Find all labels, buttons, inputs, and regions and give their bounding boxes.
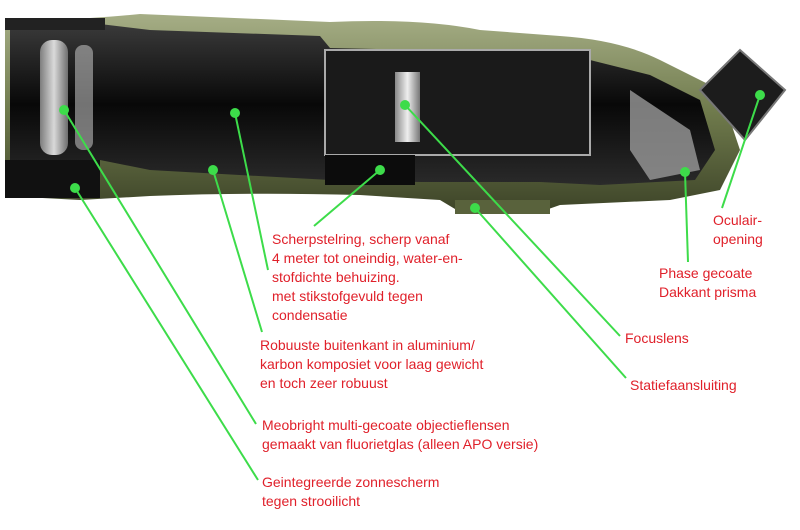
tripod-mount — [455, 200, 550, 214]
leader-line-scherpstelring — [313, 169, 381, 227]
focus-ring — [325, 155, 415, 185]
label-line: condensatie — [272, 307, 348, 323]
label-statief: Statiefaansluiting — [630, 377, 737, 393]
label-line: opening — [713, 231, 763, 247]
label-zonnescherm: Geintegreerde zonnescherm tegen strooili… — [262, 473, 439, 511]
leader-dot — [230, 108, 240, 118]
label-line: Geintegreerde zonnescherm — [262, 474, 440, 490]
label-robuuste: Robuuste buitenkant in aluminium/ karbon… — [260, 336, 483, 393]
label-line: Scherpstelring, scherp vanaf — [272, 231, 450, 247]
leader-dot — [375, 165, 385, 175]
eyepiece — [698, 48, 787, 142]
label-line: Phase gecoate — [659, 265, 753, 281]
leader-line-scherpstelring-body — [234, 112, 269, 271]
leader-line-prisma — [684, 171, 689, 263]
leader-line-meobright — [63, 109, 257, 425]
label-line: en toch zeer robuust — [260, 375, 388, 391]
label-line: Meobright multi-gecoate objectieflensen — [262, 417, 510, 433]
leader-line-oculair — [721, 94, 761, 209]
leader-line-robuuste — [212, 169, 263, 333]
leader-dot — [70, 183, 80, 193]
label-meobright: Meobright multi-gecoate objectieflensen … — [262, 416, 538, 454]
leader-dot — [400, 100, 410, 110]
label-line: met stikstofgevuld tegen — [272, 288, 423, 304]
prism — [630, 90, 700, 180]
leader-line-statief — [474, 207, 627, 379]
label-line: 4 meter tot oneindig, water-en- — [272, 250, 463, 266]
label-line: tegen strooilicht — [262, 493, 361, 509]
label-focuslens: Focuslens — [625, 330, 689, 346]
sunshade — [5, 160, 100, 198]
label-line: Oculair- — [713, 212, 763, 228]
label-scherpstelring: Scherpstelring, scherp vanaf 4 meter tot… — [272, 230, 463, 325]
leader-line-zonnescherm — [74, 187, 259, 481]
sunshade-top — [5, 18, 105, 30]
label-oculair: Oculair- opening — [713, 211, 763, 249]
leader-line-focuslens — [404, 104, 621, 337]
leader-dot — [680, 167, 690, 177]
leader-dot — [755, 90, 765, 100]
objective-lens — [40, 40, 68, 155]
leader-dot — [59, 105, 69, 115]
leader-dot — [208, 165, 218, 175]
label-line: Dakkant prisma — [659, 284, 757, 300]
label-line: karbon komposiet voor laag gewicht — [260, 356, 484, 372]
leader-lines — [63, 94, 761, 481]
label-line: gemaakt van fluorietglas (alleen APO ver… — [262, 436, 539, 452]
label-line: stofdichte behuizing. — [272, 269, 400, 285]
label-prisma: Phase gecoate Dakkant prisma — [659, 264, 756, 302]
leader-dots — [59, 90, 765, 213]
label-line: Robuuste buitenkant in aluminium/ — [260, 337, 475, 353]
leader-dot — [470, 203, 480, 213]
objective-lens-2 — [75, 45, 93, 150]
focus-tube — [324, 49, 591, 156]
